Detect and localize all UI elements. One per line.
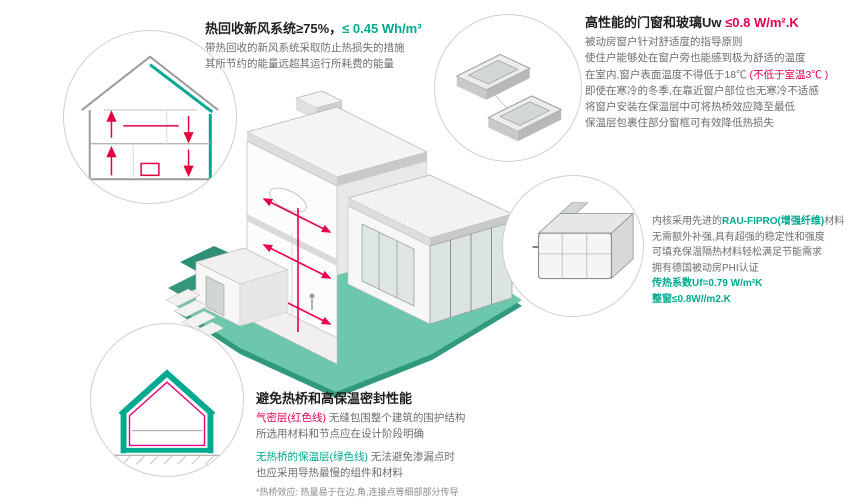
ventilation-body-line1: 带热回收的新风系统采取防止热损失的措施	[205, 42, 405, 54]
windows-body-line4: 即使在寒冷的冬季,在靠近窗户部位也无寒冷不适感	[585, 84, 819, 97]
windows-body-line2: 使住户能够处在窗户旁也能感到极为舒适的温度	[585, 52, 806, 65]
ventilation-body: 带热回收的新风系统采取防止热损失的措施 其所节约的能量远超其运行所耗费的能量	[205, 40, 422, 73]
window-corner-detail-drawing	[455, 53, 563, 142]
windows-title-main: 高性能的门窗和玻璃Uw	[585, 15, 726, 30]
ventilation-title: 热回收新风系统≥75%，≤ 0.45 Wh/m³	[205, 18, 422, 37]
ventilation-text-block: 热回收新风系统≥75%，≤ 0.45 Wh/m³ 带热回收的新风系统采取防止热损…	[205, 18, 422, 73]
insulation-airtight-line2: 所选用材料和节点应在设计阶段明确	[256, 428, 424, 441]
insulation-section-drawing	[94, 369, 234, 465]
annex	[195, 247, 289, 327]
insulation-layer-label: 无热桥的保温层(绿色线)	[256, 450, 368, 463]
windows-body: 被动房窗户针对舒适度的指导原则 使住户能够处在窗户旁也能感到极为舒适的温度 在室…	[585, 34, 828, 132]
heat-recovery-section-drawing	[81, 55, 219, 181]
profile-line1-post: 材料	[824, 216, 845, 227]
windows-line3-text: 在室内,窗户表面温度不得低于18℃	[585, 68, 750, 81]
profile-line1-material: RAU-FIPRO(增强纤维)	[722, 216, 825, 227]
airtight-layer-line	[128, 381, 206, 447]
windows-title: 高性能的门窗和玻璃Uw ≤0.8 W/m².K	[585, 12, 828, 31]
insulation-green-line2: 也应采用导热最慢的组件和材料	[256, 466, 403, 479]
callout-ventilation-circle	[63, 30, 237, 204]
profile-uw-value: 整窗≤0.8W//m2.K	[652, 293, 731, 305]
windows-line3-highlight: (不低于室温3℃ )	[749, 68, 829, 81]
windows-text-block: 高性能的门窗和玻璃Uw ≤0.8 W/m².K 被动房窗户针对舒适度的指导原则 …	[585, 12, 828, 132]
insulation-body: 气密层(红色线) 无缝包围整个建筑的围护结构 所选用材料和节点应在设计阶段明确 …	[256, 410, 465, 500]
ventilation-ducts	[262, 198, 332, 332]
windows-title-value: ≤0.8 W/m².K	[725, 15, 799, 30]
ventilation-title-main: 热回收新风系统≥75%，	[205, 21, 343, 36]
profile-text-block: 内核采用先进的RAU-FIPRO(增强纤维)材料 无需额外补强,具有超强的稳定性…	[652, 214, 844, 307]
ventilation-title-value: ≤ 0.45 Wh/m³	[342, 21, 422, 36]
insulation-layer-line	[118, 369, 216, 418]
window-profile-section-drawing	[532, 202, 635, 280]
windows-body-line5: 将窗户安装在保温层中可将热桥效应降至最低	[585, 101, 795, 114]
windows-body-line6: 保温层包裹住部分窗框可有效降低热损失	[585, 117, 774, 130]
airtight-layer-label: 气密层(红色线)	[256, 412, 326, 424]
insulation-title: 避免热桥和高保温密封性能	[256, 391, 413, 406]
windows-body-line3: 在室内,窗户表面温度不得低于18℃ (不低于室温3℃ )	[585, 67, 828, 83]
insulation-layer-text: 无法避免渗漏点时	[368, 450, 455, 463]
profile-uf-value: 传热系数Uf=0.79 W/m²K	[652, 278, 763, 289]
callout-profile-circle	[502, 175, 644, 317]
profile-line1: 内核采用先进的RAU-FIPRO(增强纤维)材料	[652, 214, 844, 230]
airflow-arrows	[106, 110, 194, 178]
profile-line1-pre: 内核采用先进的	[652, 216, 722, 227]
thermal-bridge-footnote: *热桥效应: 热量易于在边,角,连接点等细部部分传导	[256, 487, 459, 498]
bathtub	[269, 187, 307, 213]
insulation-airtight-line1: 气密层(红色线) 无缝包围整个建筑的围护结构	[256, 410, 465, 426]
windows-body-line1: 被动房窗户针对舒适度的指导原则	[585, 36, 743, 48]
profile-body: 内核采用先进的RAU-FIPRO(增强纤维)材料 无需额外补强,具有超强的稳定性…	[652, 214, 844, 307]
callout-insulation-circle	[90, 323, 244, 477]
callout-window-circle	[434, 14, 582, 162]
insulation-green-line1: 无热桥的保温层(绿色线) 无法避免渗漏点时	[256, 449, 465, 465]
profile-line3: 可填充保温隔热材料轻松满足节能需求	[652, 247, 822, 258]
airtight-layer-text: 无缝包围整个建筑的围护结构	[326, 412, 466, 424]
insulation-text-block: 避免热桥和高保温密封性能 气密层(红色线) 无缝包围整个建筑的围护结构 所选用材…	[256, 388, 465, 500]
profile-line2: 无需额外补强,具有超强的稳定性和强度	[652, 231, 825, 243]
profile-line4: 拥有德国被动房PHI认证	[652, 262, 759, 274]
ventilation-body-line2: 其所节约的能量远超其运行所耗费的能量	[205, 58, 394, 71]
